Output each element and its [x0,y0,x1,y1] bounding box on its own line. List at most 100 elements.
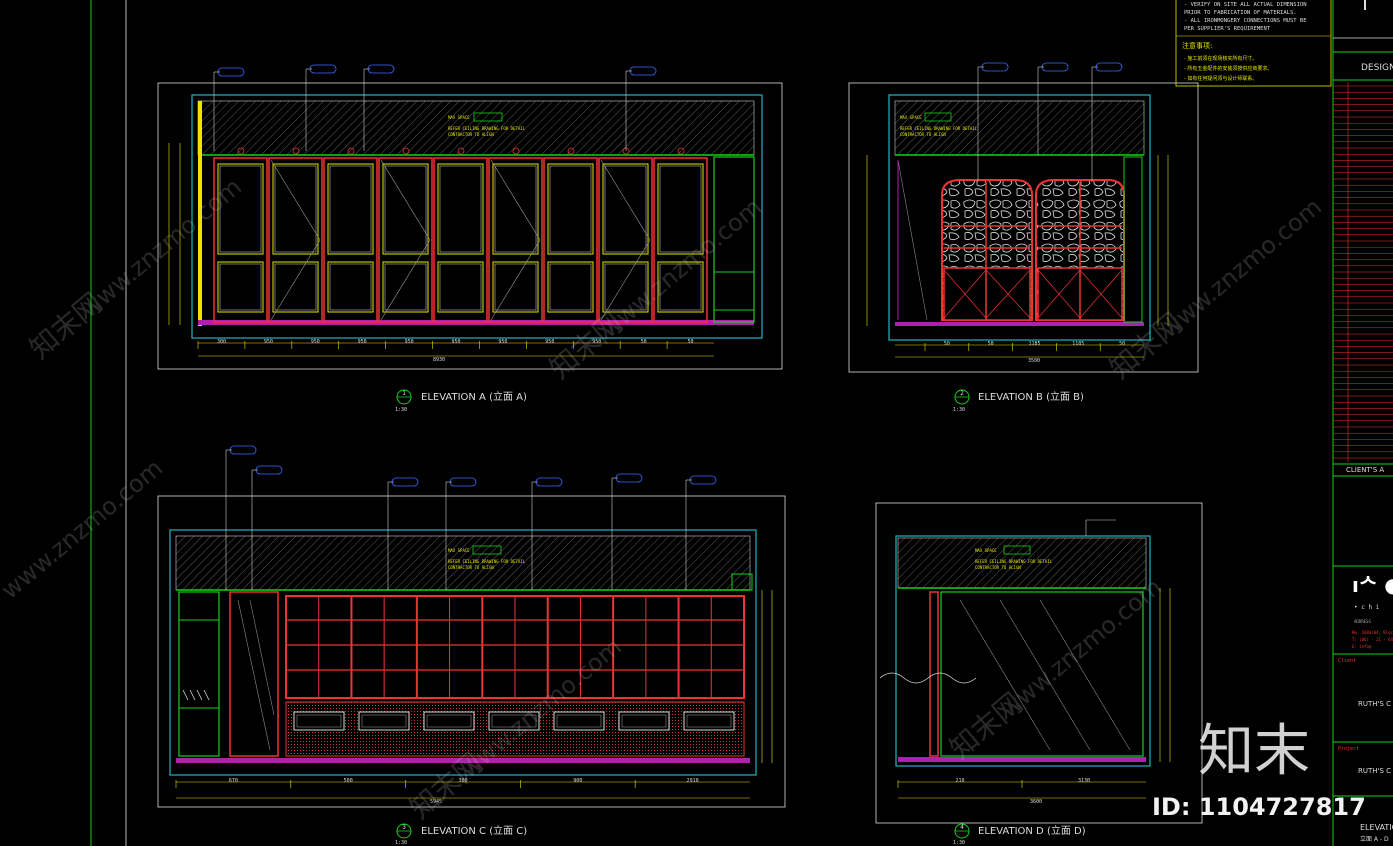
door-panel [543,157,598,323]
door-panel [378,157,433,323]
elevation-d: MAX SPACE REFER CEILING DRAWING FOR DETA… [875,502,1203,824]
client-name: RUTH'S C [1358,700,1391,708]
note-cn-3: - 如有任何疑问须与设计师联系。 [1184,75,1257,82]
dim-c-3: 900 [573,778,582,784]
watermark-id: ID: 1104727817 [1152,793,1366,821]
door-panel [488,157,543,323]
elevation-b-number: 2 [960,390,964,397]
project-name: RUTH'S C [1358,767,1391,775]
door-panel [653,157,708,323]
dim-a-7: 950 [545,339,554,345]
company-logo-sub: • c h i [1354,604,1380,611]
svg-text:REFER CEILING DRAWING FOR DETA: REFER CEILING DRAWING FOR DETAIL [900,126,978,131]
door-panel [598,157,653,323]
note-cn-1: - 施工前须在现场核实所有尺寸。 [1184,55,1257,62]
project-label: Project [1338,746,1359,752]
elevation-b-title: ELEVATION B (立面 B) [978,390,1084,403]
watermark-site-4: www.znzmo.com [0,454,168,605]
door-panel [268,157,323,323]
dim-d-total: 3600 [1030,799,1042,805]
note-en-1: - VERIFY ON SITE ALL ACTUAL DIMENSION [1184,2,1307,8]
watermark-site-1: www.znzmo.com [75,173,247,324]
dim-a-3: 950 [358,339,367,345]
finish-tag [229,445,257,455]
dim-c-2: 300 [458,778,467,784]
dim-a-0: 300 [217,339,226,345]
dim-b-total: 3500 [1028,358,1040,364]
drawing-title: ELEVATIO [1360,823,1393,832]
note-cn-title: 注意事项: [1182,41,1212,50]
finish-tag [1095,62,1123,72]
dim-a-8: 950 [592,339,601,345]
finish-tag [449,477,477,487]
dim-c-total: 5945 [430,799,442,805]
note-en-3: - ALL IRONMONGERY CONNECTIONS MUST BE [1184,18,1307,24]
svg-text:ADDRESS: ADDRESS [1354,619,1371,624]
note-cn-2: - 所有五金配件的安装须按供应商要求。 [1184,65,1272,72]
svg-text:CONTRACTOR TO ALIGN: CONTRACTOR TO ALIGN [448,132,494,137]
dim-b-3: 1185 [1072,341,1084,347]
drawer-front [488,711,540,731]
drawer-front [683,711,735,731]
dim-d-0: 210 [955,778,964,784]
finish-tag [309,64,337,74]
door-panel [323,157,378,323]
finish-tag [255,465,283,475]
watermark-site-3: www.znzmo.com [1155,193,1327,344]
finish-tag [391,477,419,487]
dim-c-1: 500 [344,778,353,784]
watermark-site-6: www.znzmo.com [995,573,1167,724]
svg-text:CONTRACTOR TO ALIGN: CONTRACTOR TO ALIGN [900,132,946,137]
dim-a-1: 950 [264,339,273,345]
dim-d-1: 3130 [1078,778,1090,784]
dim-c-4: 2910 [687,778,699,784]
elevation-a-title: ELEVATION A (立面 A) [421,390,527,403]
elevation-a-scale: 1:30 [395,407,407,413]
dim-b-1: 50 [988,341,994,347]
company-logo: ıᄉ ● [1352,573,1393,597]
client-label: Client [1338,658,1356,664]
finish-tag [615,473,643,483]
svg-text:REFER CEILING DRAWING FOR DETA: REFER CEILING DRAWING FOR DETAIL [448,559,526,564]
drawer-front [553,711,605,731]
drawing-code: 立面 A - D [1360,835,1389,843]
dim-b-0: 50 [944,341,950,347]
svg-text:E: info@: E: info@ [1352,644,1372,649]
dim-b-2: 1185 [1028,341,1040,347]
svg-text:REFER CEILING DRAWING FOR DETA: REFER CEILING DRAWING FOR DETAIL [975,559,1053,564]
svg-text:MAX SPACE: MAX SPACE [900,115,922,120]
dim-a-2: 950 [311,339,320,345]
dim-a-10: 50 [688,339,694,345]
notes-block: - VERIFY ON SITE ALL ACTUAL DIMENSION PR… [1175,0,1332,87]
svg-text:CONTRACTOR TO ALIGN: CONTRACTOR TO ALIGN [975,565,1021,570]
clients-label: CLIENT'S A [1346,466,1384,474]
svg-text:MAX SPACE: MAX SPACE [975,548,997,553]
svg-text:Rm. 1603/04, Block: Rm. 1603/04, Block [1352,630,1393,635]
elevation-c-scale: 1:30 [395,840,407,846]
finish-tag [629,66,657,76]
dim-a-6: 950 [498,339,507,345]
elevation-d-scale: 1:30 [953,840,965,846]
elevation-c-title: ELEVATION C (立面 C) [421,824,527,837]
elevation-c: MAX SPACE REFER CEILING DRAWING FOR DETA… [157,445,786,808]
svg-text:MAX SPACE: MAX SPACE [448,115,470,120]
svg-text:REFER CEILING DRAWING FOR DETA: REFER CEILING DRAWING FOR DETAIL [448,126,526,131]
elevation-c-number: 3 [402,824,406,831]
elevation-b-scale: 1:30 [953,407,965,413]
svg-text:CONTRACTOR TO ALIGN: CONTRACTOR TO ALIGN [448,565,494,570]
finish-tag [217,67,245,77]
drawer-front [618,711,670,731]
dim-c-0: 670 [229,778,238,784]
note-en-2: PRIOR TO FABRICATION OF MATERIALS. [1184,10,1297,16]
dim-a-total: 8930 [433,357,445,363]
finish-tag [1041,62,1069,72]
finish-tag [981,62,1009,72]
dim-a-4: 950 [405,339,414,345]
finish-tag [535,477,563,487]
door-panel [433,157,488,323]
drawer-front [423,711,475,731]
elevation-b: MAX SPACE REFER CEILING DRAWING FOR DETA… [848,62,1199,373]
note-en-4: PER SUPPLIER'S REQUIREMENT [1184,26,1271,32]
finish-tag [367,64,395,74]
